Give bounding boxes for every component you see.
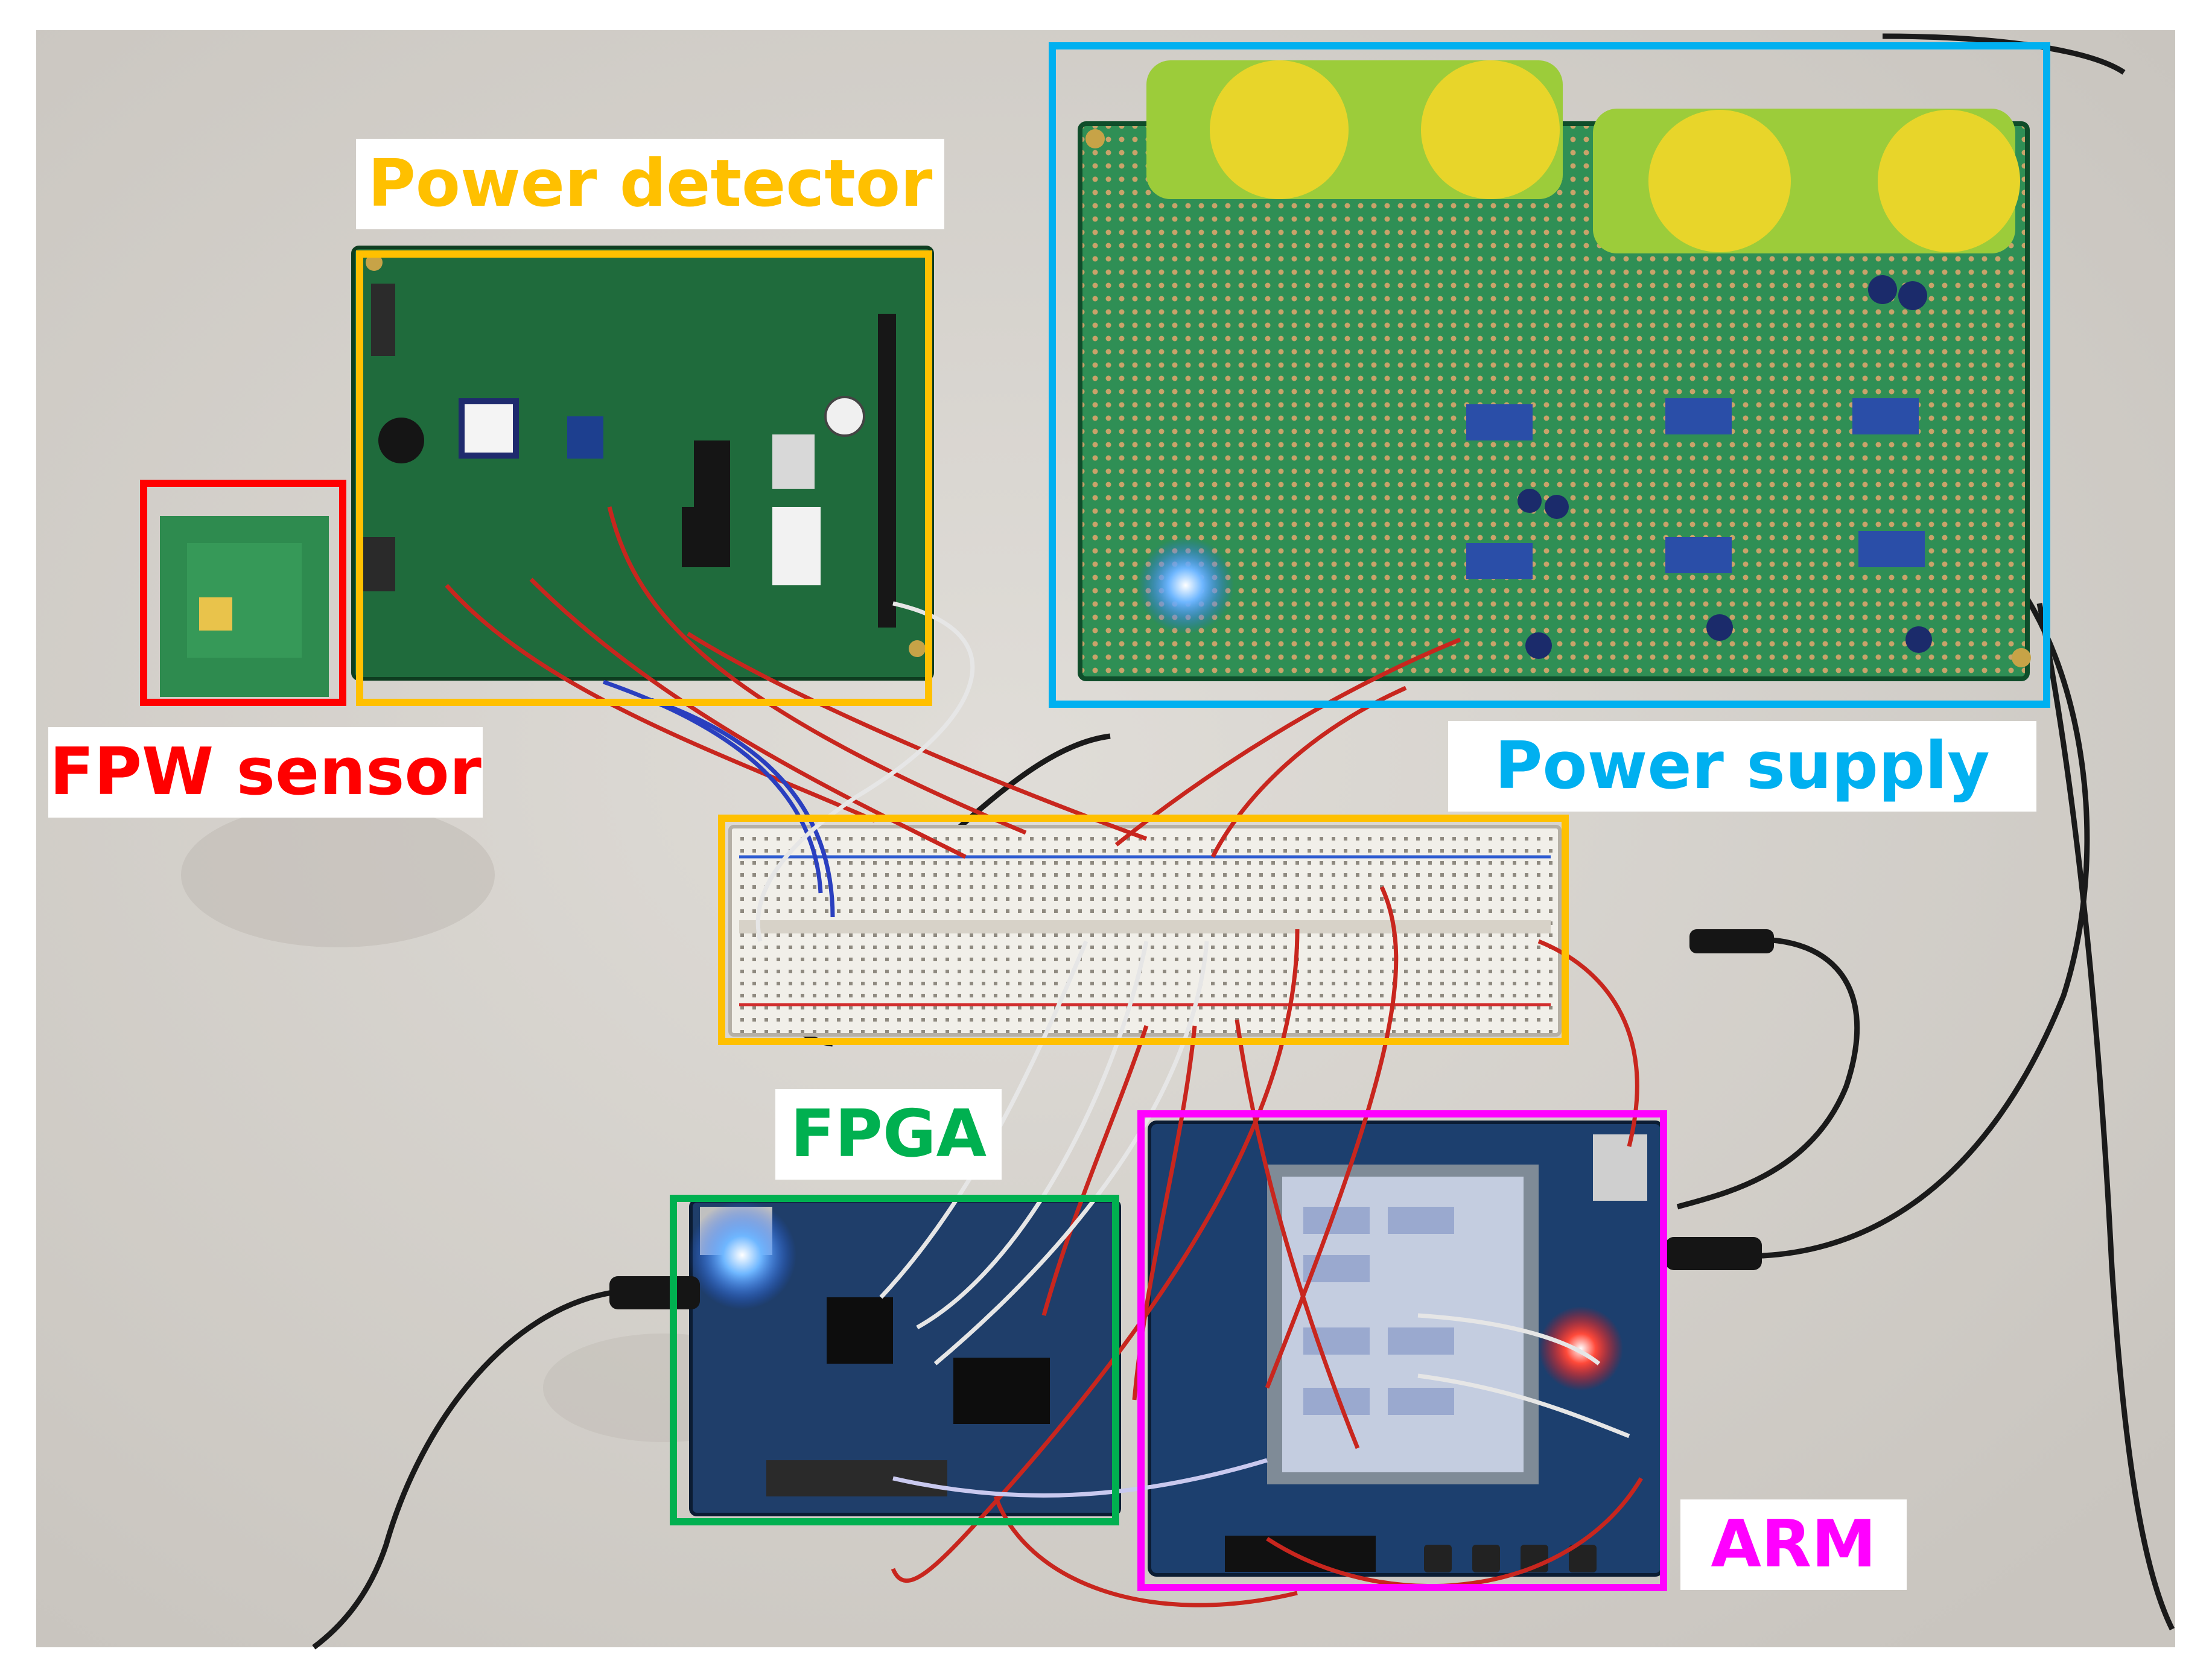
arm-label: ARM [1680,1499,1907,1590]
fpw-sensor-box [140,480,346,706]
fpga-box [670,1195,1119,1525]
fpga-board [688,1199,1121,1516]
fpw-sensor-chip [160,516,329,697]
blue-white-wires [602,601,1630,1498]
fpw-sensor-label: FPW sensor [48,727,483,818]
power-supply-box [1049,42,2050,708]
fpga-label: FPGA [775,1089,1002,1180]
power-supply-label: Power supply [1448,721,2036,812]
power-supply-board [1078,60,2031,681]
power-detector-label: Power detector [356,139,944,229]
arm-box [1137,1110,1667,1591]
usb-plugs [609,929,1774,1309]
breadboard-box [718,815,1569,1045]
power-detector-board [351,246,934,681]
breadboard [728,825,1562,1037]
red-wires [445,506,1643,1607]
power-detector-box [356,250,932,706]
